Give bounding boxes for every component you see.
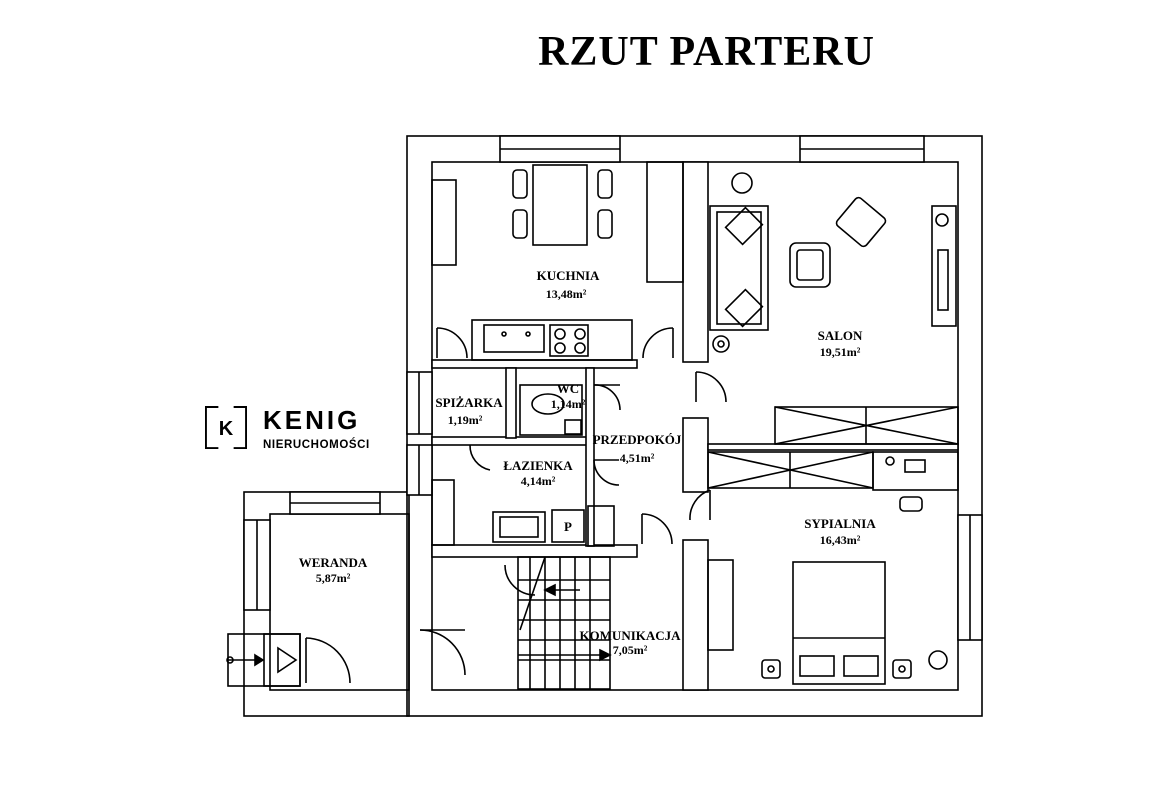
logo-name: KENIG (263, 405, 361, 435)
room-name-komunikacja: KOMUNIKACJA (579, 628, 681, 643)
room-name-sypialnia: SYPIALNIA (804, 516, 876, 531)
company-logo: K KENIG NIERUCHOMOŚCI (205, 405, 405, 456)
kitchen-furniture (431, 161, 684, 361)
interior-walls (431, 161, 959, 691)
room-area-kuchnia: 13,48m² (546, 287, 587, 301)
bathroom-fixtures (431, 384, 615, 547)
room-area-spizarka: 1,19m² (448, 413, 483, 427)
logo-frame-icon (205, 406, 247, 449)
room-labels: KUCHNIA 13,48m² SALON 19,51m² SPIŻARKA 1… (299, 268, 877, 657)
plan-title: RZUT PARTERU (538, 29, 875, 75)
room-name-spizarka: SPIŻARKA (435, 395, 503, 410)
room-name-salon: SALON (818, 328, 863, 343)
room-area-sypialnia: 16,43m² (820, 533, 861, 547)
room-area-przedpokoj: 4,51m² (620, 451, 655, 465)
logo-letter: K (218, 418, 234, 440)
room-area-komunikacja: 7,05m² (613, 643, 648, 657)
staircase (517, 556, 612, 690)
room-area-weranda: 5,87m² (316, 571, 351, 585)
salon-furniture (709, 172, 959, 445)
room-name-lazienka: ŁAZIENKA (503, 458, 573, 473)
room-name-kuchnia: KUCHNIA (537, 268, 600, 283)
room-area-wc: 1,14m² (551, 397, 586, 411)
room-name-weranda: WERANDA (299, 555, 368, 570)
room-area-lazienka: 4,14m² (521, 474, 556, 488)
room-name-przedpokoj: PRZEDPOKÓJ (593, 432, 682, 447)
doors (305, 327, 727, 684)
room-area-salon: 19,51m² (820, 345, 861, 359)
logo-tagline: NIERUCHOMOŚCI (263, 439, 370, 451)
room-name-wc: WC (557, 381, 579, 396)
entrance (226, 633, 301, 687)
bedroom-furniture (707, 451, 959, 685)
boiler-label: P (564, 519, 572, 534)
